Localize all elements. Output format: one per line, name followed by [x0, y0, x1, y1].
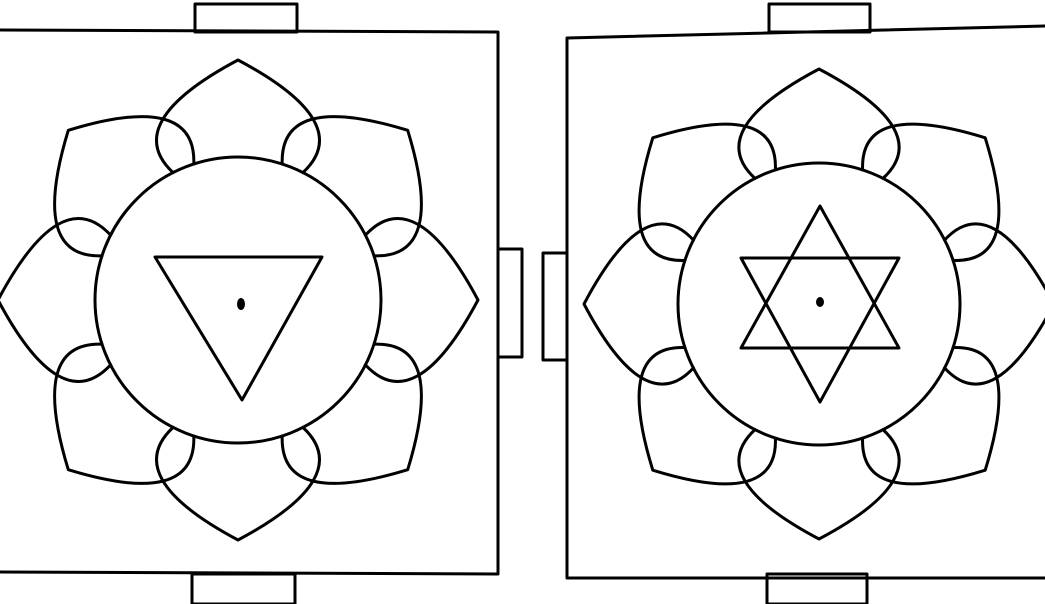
- right-star-upward-triangle: [741, 206, 899, 348]
- right-petal-6: [639, 348, 775, 484]
- right-petal-4: [863, 348, 999, 484]
- right-outer-square: [567, 26, 1045, 578]
- left-yantra-panel: [0, 4, 522, 604]
- left-bindu-dot: [237, 298, 245, 310]
- right-petal-8: [639, 124, 775, 260]
- left-inner-circle: [95, 157, 381, 443]
- right-left-gate: [543, 253, 567, 360]
- right-top-gate: [769, 4, 870, 32]
- left-bottom-gate: [192, 574, 295, 604]
- left-petal-2: [282, 117, 421, 256]
- left-petal-6: [55, 344, 194, 483]
- left-top-gate: [195, 4, 297, 32]
- left-petal-8: [55, 117, 194, 256]
- right-bindu-dot: [816, 297, 824, 307]
- right-star-downward-triangle: [741, 258, 899, 402]
- right-lotus-petals: [584, 69, 1045, 539]
- left-outer-square: [0, 30, 498, 574]
- left-right-gate: [498, 249, 522, 357]
- right-yantra-panel: [543, 4, 1045, 604]
- right-petal-2: [863, 124, 999, 260]
- left-petal-4: [282, 344, 421, 483]
- left-downward-triangle: [155, 257, 322, 400]
